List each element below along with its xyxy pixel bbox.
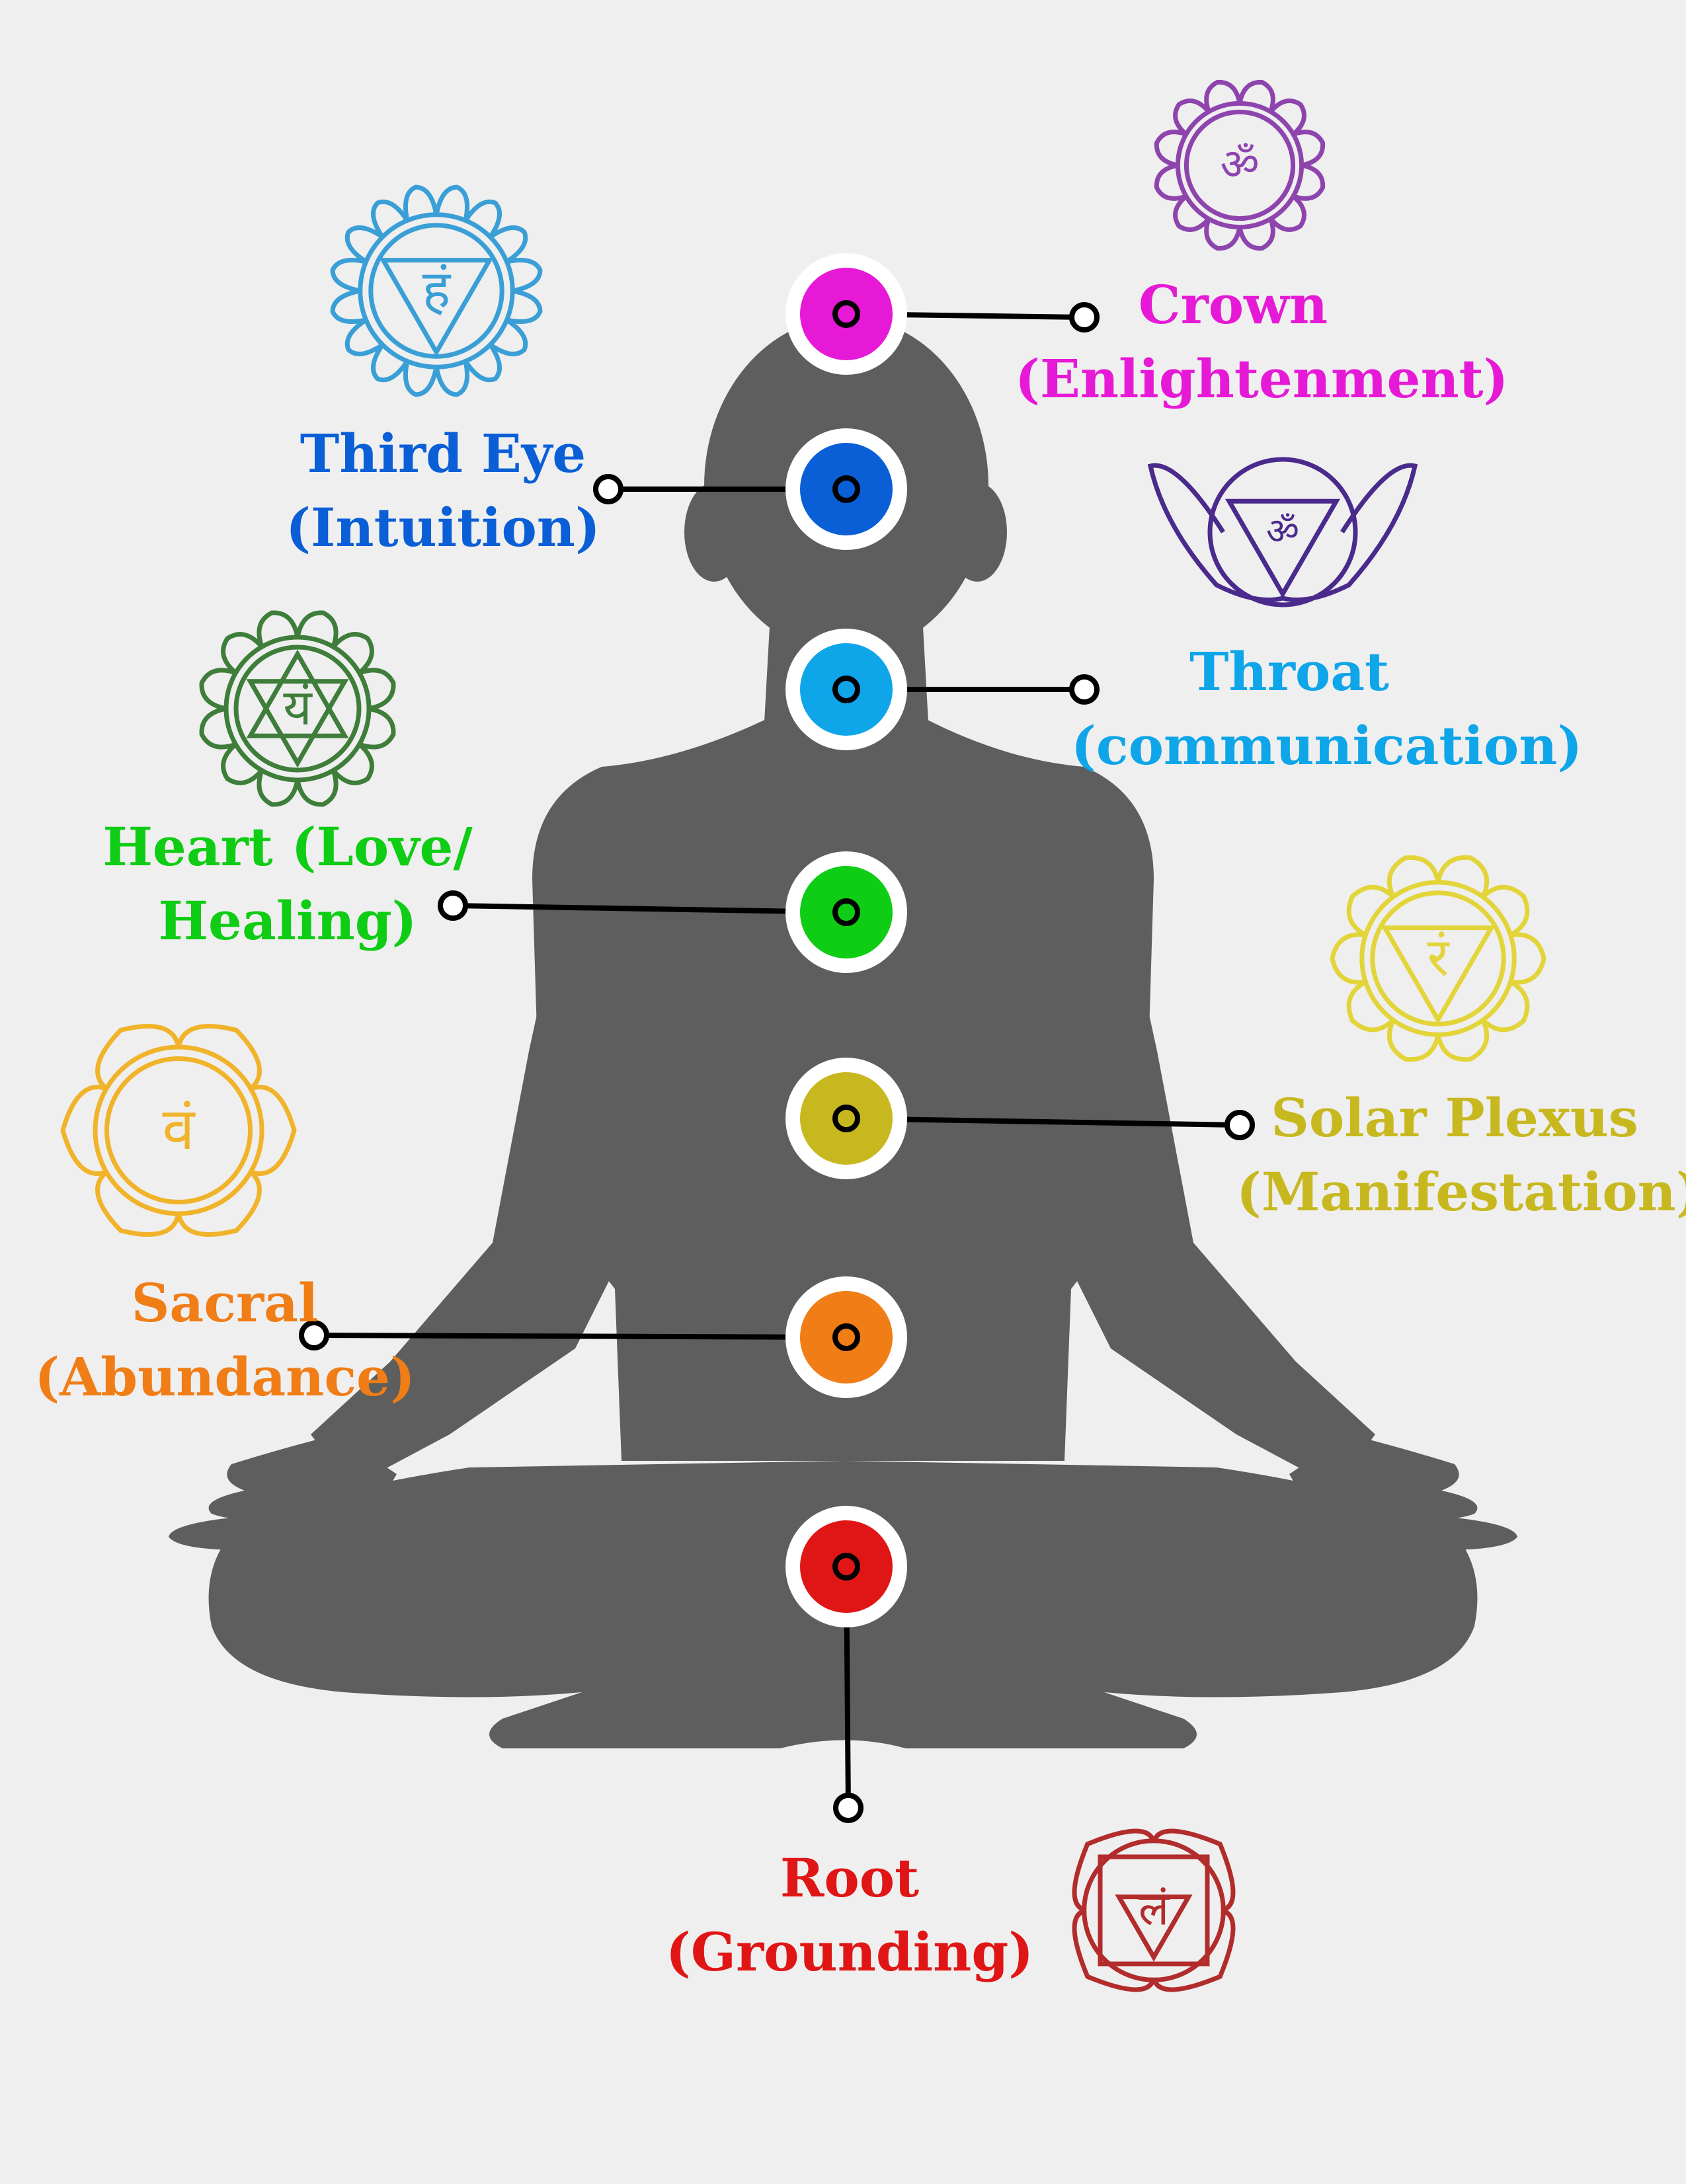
throat-chakra-dot xyxy=(800,643,893,736)
solar-plexus-chakra-dot xyxy=(800,1072,893,1165)
root-symbol-square xyxy=(1098,1854,1210,1967)
solar-plexus-symbol-outer-ring xyxy=(1359,880,1517,1037)
heart-chakra-dot xyxy=(800,866,893,958)
sacral-chakra-dot xyxy=(800,1291,893,1384)
chakra-dots xyxy=(785,253,907,1627)
solar-plexus-dot-marker xyxy=(832,1105,860,1132)
throat-label-meaning: (communication) xyxy=(1071,715,1583,777)
solar-plexus-symbol-petals xyxy=(1330,855,1546,1062)
throat-label: Throat (communication) xyxy=(1071,635,1583,783)
sacral-symbol-inner-ring xyxy=(104,1056,253,1204)
crown-line-end-marker xyxy=(1069,302,1100,332)
crown-symbol-petals xyxy=(1154,79,1326,251)
heart-line-end-marker xyxy=(438,890,468,921)
root-chakra-symbol-icon: लं xyxy=(1072,1828,1236,1992)
sacral-chakra-symbol-icon: वं xyxy=(60,1024,297,1237)
solar-plexus-symbol-triangle xyxy=(1381,925,1496,1025)
third-eye-symbol-left-wing xyxy=(1147,463,1283,602)
heart-label: Heart (Love/Healing) xyxy=(69,810,506,958)
third-eye-symbol-ring xyxy=(1207,457,1358,607)
solar-plexus-chakra-symbol-icon: रं xyxy=(1330,855,1546,1062)
root-symbol-glyph: लं xyxy=(1139,1884,1170,1936)
heart-symbol-triangle-up xyxy=(246,649,349,738)
solar-plexus-line-end-marker xyxy=(1224,1110,1255,1140)
figure-left-arm xyxy=(311,899,645,1487)
throat-symbol-glyph: हं xyxy=(422,259,452,321)
third-eye-label: Third Eye (Intuition) xyxy=(225,416,661,565)
third-eye-chakra-dot xyxy=(800,443,893,535)
heart-symbol-petals xyxy=(199,610,396,807)
root-line-end-marker xyxy=(833,1793,863,1823)
sacral-connector-line xyxy=(313,1333,847,1340)
crown-label-meaning: (Enlightenment) xyxy=(1015,348,1509,410)
root-symbol-triangle xyxy=(1115,1894,1193,1962)
throat-chakra-symbol-icon: हं xyxy=(330,184,543,397)
heart-symbol-glyph: यं xyxy=(283,678,313,736)
throat-symbol-triangle xyxy=(379,258,494,357)
heart-dot-marker xyxy=(832,898,860,926)
throat-symbol-petals xyxy=(330,184,543,397)
third-eye-symbol-right-wing xyxy=(1282,463,1418,602)
third-eye-symbol-triangle xyxy=(1224,498,1341,599)
crown-symbol-glyph: ॐ xyxy=(1220,140,1259,190)
figure-right-ear xyxy=(947,483,1007,582)
heart-symbol-triangle-down xyxy=(246,679,349,768)
figure-right-arm xyxy=(1041,899,1375,1487)
throat-symbol-outer-ring xyxy=(358,212,515,370)
third-eye-label-meaning: (Intuition) xyxy=(286,496,600,559)
heart-symbol-inner-ring xyxy=(233,644,362,773)
root-label: Root (Grounding) xyxy=(631,1841,1068,1989)
throat-dot-marker xyxy=(832,676,860,703)
sacral-symbol-petals xyxy=(60,1024,297,1237)
chakra-symbols: ॐ ॐ हं यं रं वं लं xyxy=(60,79,1546,1992)
solar-plexus-symbol-glyph: रं xyxy=(1427,927,1450,988)
figure-left-ear xyxy=(684,483,744,582)
third-eye-dot-marker xyxy=(832,475,860,503)
sacral-symbol-outer-ring xyxy=(93,1044,264,1216)
heart-chakra-symbol-icon: यं xyxy=(199,610,396,807)
heart-symbol-outer-ring xyxy=(223,635,372,783)
solar-plexus-label: Solar Plexus (Manifestation) xyxy=(1236,1081,1686,1229)
root-label-meaning: (Grounding) xyxy=(665,1921,1034,1983)
third-eye-line-end-marker xyxy=(593,474,623,504)
sacral-label: Sacral (Abundance) xyxy=(7,1266,443,1414)
crown-symbol-outer-ring xyxy=(1175,100,1305,230)
crown-label-name: Crown xyxy=(1138,274,1328,336)
root-chakra-dot xyxy=(800,1520,893,1613)
third-eye-symbol-glyph: ॐ xyxy=(1266,510,1299,553)
root-label-name: Root xyxy=(780,1847,920,1909)
crown-symbol-inner-ring xyxy=(1184,109,1296,221)
throat-label-name: Throat xyxy=(1189,641,1389,703)
third-eye-label-name: Third Eye xyxy=(300,422,586,485)
root-dot-marker xyxy=(832,1553,860,1580)
solar-plexus-label-meaning: (Manifestation) xyxy=(1236,1161,1686,1223)
solar-plexus-connector-line xyxy=(846,1116,1240,1128)
throat-line-end-marker xyxy=(1069,674,1100,705)
sacral-symbol-glyph: वं xyxy=(163,1095,196,1163)
root-symbol-petals xyxy=(1072,1828,1236,1992)
crown-chakra-symbol-icon: ॐ xyxy=(1154,79,1326,251)
crown-chakra-dot xyxy=(800,268,893,360)
crown-label: Crown (Enlightenment) xyxy=(1015,268,1509,416)
heart-connector-line xyxy=(452,903,847,915)
root-symbol-ring xyxy=(1082,1838,1226,1982)
heart-label-meaning: Healing) xyxy=(158,890,417,952)
third-eye-chakra-symbol-icon: ॐ xyxy=(1147,457,1418,607)
sacral-line-end-marker xyxy=(299,1320,329,1350)
heart-label-name: Heart (Love/ xyxy=(102,816,473,878)
sacral-label-name: Sacral xyxy=(131,1272,319,1334)
sacral-dot-marker xyxy=(832,1323,860,1351)
solar-plexus-label-name: Solar Plexus xyxy=(1271,1087,1638,1149)
sacral-label-meaning: (Abundance) xyxy=(34,1346,415,1408)
crown-dot-marker xyxy=(832,300,860,328)
